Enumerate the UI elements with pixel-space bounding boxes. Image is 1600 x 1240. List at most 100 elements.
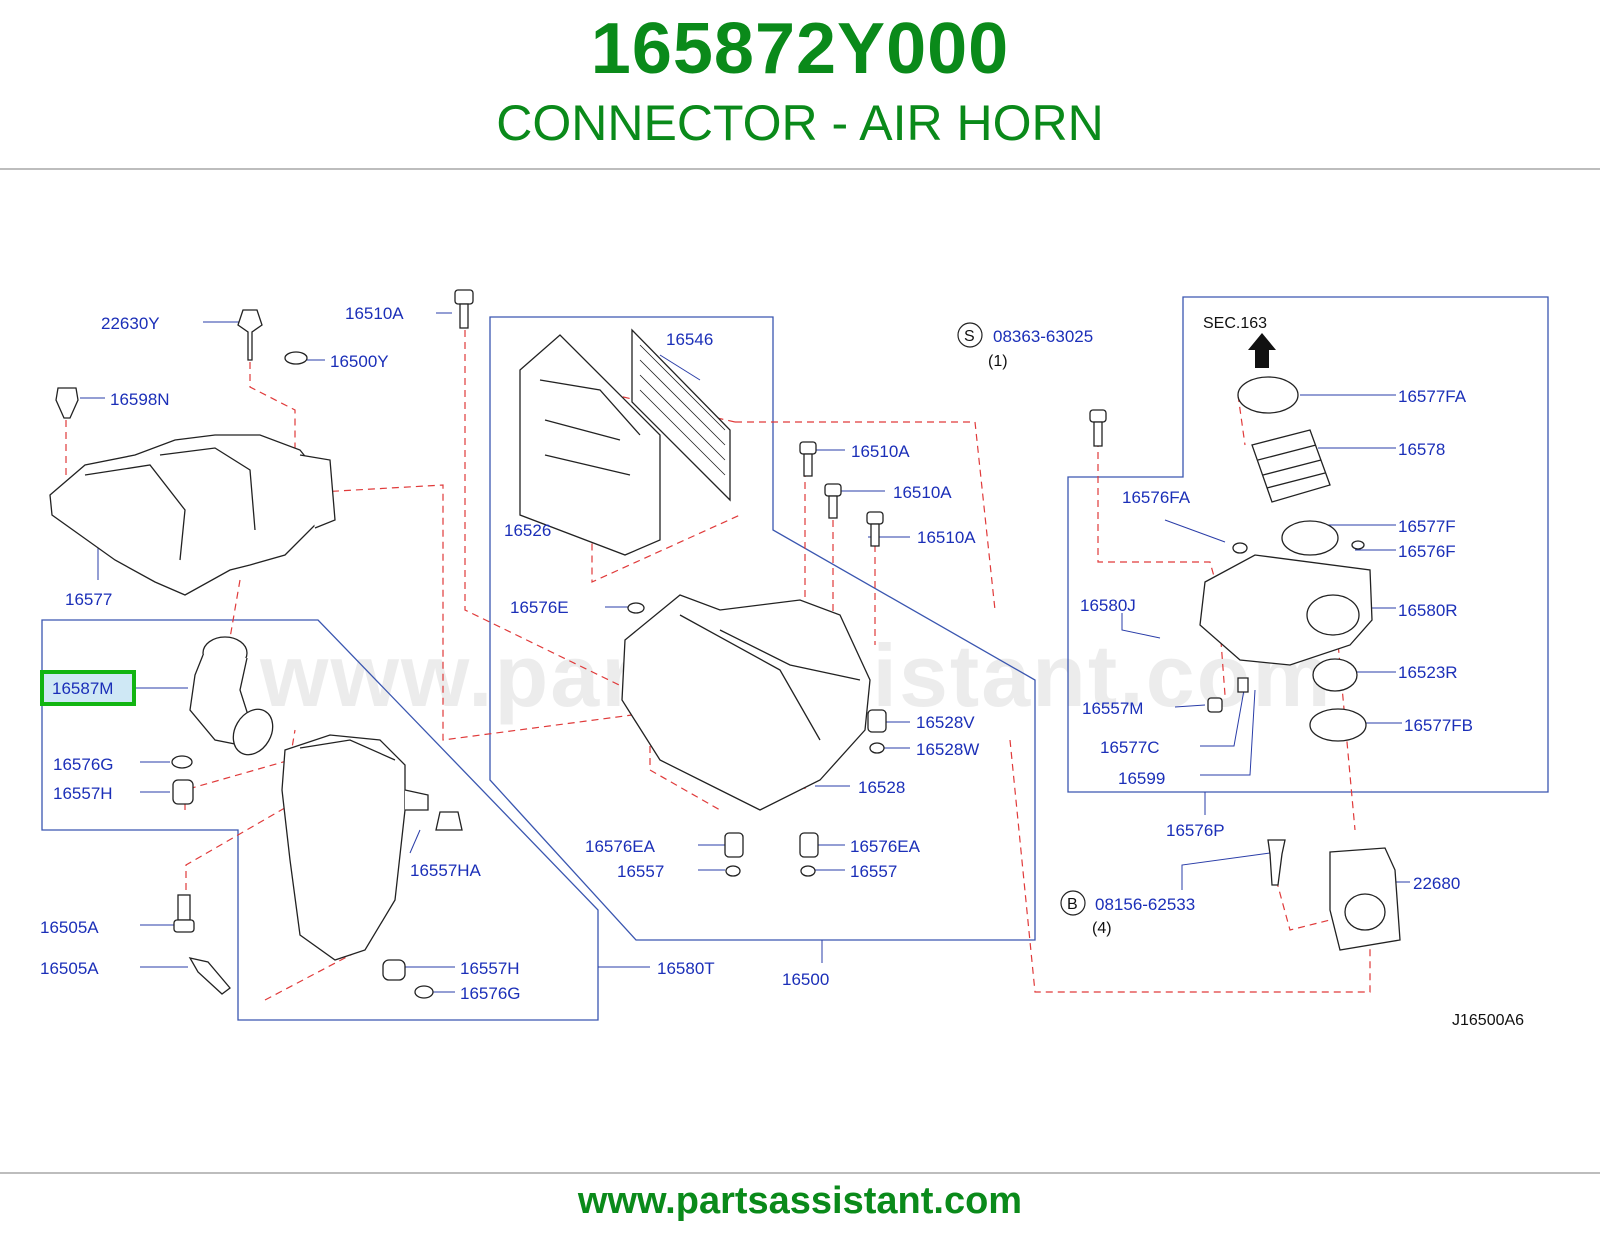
bushing-16528V [867, 709, 887, 733]
arrow-up-icon [1248, 333, 1276, 368]
diagram-canvas: 22630Y 16510A 16500Y 16598N 16577 16587M… [40, 289, 1549, 1029]
callout-16577: 16577 [65, 590, 112, 609]
callout-16576G-1: 16576G [53, 755, 114, 774]
footer-website-link[interactable]: www.partsassistant.com [577, 1180, 1023, 1222]
badge-B-circle [1060, 890, 1086, 916]
bolt-16510A-a [799, 441, 817, 477]
clamp-16577FB [1309, 708, 1367, 742]
bolt-08156-62533 [1267, 839, 1286, 886]
callout-16500: 16500 [782, 970, 829, 989]
group-outline-16576P [1067, 296, 1549, 793]
ring-16523R [1312, 658, 1358, 692]
callout-16576P: 16576P [1166, 821, 1225, 840]
case-16526 [519, 334, 661, 556]
bolt-16510A-c [866, 511, 884, 547]
callout-16528V: 16528V [916, 713, 975, 732]
washer-16528W [869, 742, 885, 754]
bushing-16576EA-right [799, 832, 819, 858]
footer-divider [0, 1172, 1600, 1174]
callout-16557H-1: 16557H [53, 784, 113, 803]
clip-16500Y [284, 351, 308, 365]
callout-16577C: 16577C [1100, 738, 1160, 757]
bushing-16557H-left [172, 779, 194, 805]
group-outline-16500 [489, 316, 1036, 941]
bolt-16510A-top [454, 289, 474, 329]
filter-16546 [631, 328, 731, 502]
lower-case-16528 [621, 594, 871, 811]
clamp-16577FA [1237, 376, 1299, 414]
group-outlines [41, 296, 1549, 1021]
callout-16510A-3: 16510A [893, 483, 952, 502]
callout-16526: 16526 [504, 521, 551, 540]
bushing-16576EA-left [724, 832, 744, 858]
badge-S: S [964, 328, 975, 345]
callout-22680: 22680 [1413, 874, 1460, 893]
callout-16577FB: 16577FB [1404, 716, 1473, 735]
bolt-16505A-1 [173, 894, 195, 933]
sec-163-label: SEC.163 [1203, 315, 1267, 332]
callout-16576FA: 16576FA [1122, 488, 1191, 507]
callout-16580J: 16580J [1080, 596, 1136, 615]
bellows-16578 [1251, 429, 1331, 503]
callout-16523R: 16523R [1398, 663, 1458, 682]
callout-16587M: 16587M [52, 679, 113, 698]
bushing-16557M [1207, 697, 1223, 713]
page-header: 165872Y000 CONNECTOR - AIR HORN [0, 0, 1600, 168]
callout-16578: 16578 [1398, 440, 1445, 459]
qty-08156: (4) [1092, 920, 1112, 937]
callout-16510A-4: 16510A [917, 528, 976, 547]
callout-16500Y: 16500Y [330, 352, 389, 371]
bolt-16557-right [800, 865, 816, 877]
clip-16576FA [1232, 542, 1248, 554]
callout-08363-63025: 08363-63025 [993, 327, 1093, 346]
callout-16598N: 16598N [110, 390, 170, 409]
leader-lines [80, 312, 1410, 993]
pin-16557HA [435, 811, 463, 831]
outlet-16580R [1306, 594, 1360, 636]
callout-16528: 16528 [858, 778, 905, 797]
callout-16576EA-1: 16576EA [585, 837, 656, 856]
callout-22630Y: 22630Y [101, 314, 160, 333]
callout-16557-1: 16557 [617, 862, 664, 881]
diagram-code: J16500A6 [1452, 1012, 1524, 1029]
callout-16557-2: 16557 [850, 862, 897, 881]
part-drawings [49, 289, 1401, 999]
part-name-subtitle: CONNECTOR - AIR HORN [496, 95, 1104, 151]
callout-16599: 16599 [1118, 769, 1165, 788]
clamp-16577F [1281, 520, 1339, 556]
bushing-16557H-right [382, 959, 406, 981]
parts-diagram: www.partsassistant.com [0, 270, 1600, 1070]
badge-B: B [1067, 896, 1078, 913]
callout-16576EA-2: 16576EA [850, 837, 921, 856]
callout-16510A-2: 16510A [851, 442, 910, 461]
callout-16505A-1: 16505A [40, 918, 99, 937]
bolt-16505A-2 [188, 957, 231, 995]
sensor-22630Y [237, 309, 263, 361]
grommet-16576G-right [414, 985, 434, 999]
callout-16528W: 16528W [916, 740, 979, 759]
bolt-08363-63025 [1089, 409, 1107, 447]
callout-16557M: 16557M [1082, 699, 1143, 718]
header-divider [0, 168, 1600, 170]
bolt-16510A-b [824, 483, 842, 519]
clip-16576F [1351, 540, 1365, 550]
housing-16580J [1199, 554, 1373, 666]
badge-S-circle [957, 322, 983, 348]
clip-16598N [55, 387, 79, 419]
bolt-16557-left [725, 865, 741, 877]
qty-08363: (1) [988, 353, 1008, 370]
highlight-box [40, 670, 136, 706]
callout-16510A-1: 16510A [345, 304, 404, 323]
callout-16576G-2: 16576G [460, 984, 521, 1003]
callout-16576F: 16576F [1398, 542, 1456, 561]
callout-16580T: 16580T [657, 959, 715, 978]
callout-labels: 22630Y 16510A 16500Y 16598N 16577 16587M… [40, 304, 1524, 1029]
clip-16577C [1237, 677, 1249, 693]
grommet-16576G-left [171, 755, 193, 769]
ring-16576E [627, 602, 645, 614]
connector-16587M-drawing [189, 636, 274, 756]
group-outline-16580T [41, 619, 599, 1021]
callout-16557H-2: 16557H [460, 959, 520, 978]
part-number-title: 165872Y000 [590, 9, 1010, 89]
callout-08156-62533: 08156-62533 [1095, 895, 1195, 914]
